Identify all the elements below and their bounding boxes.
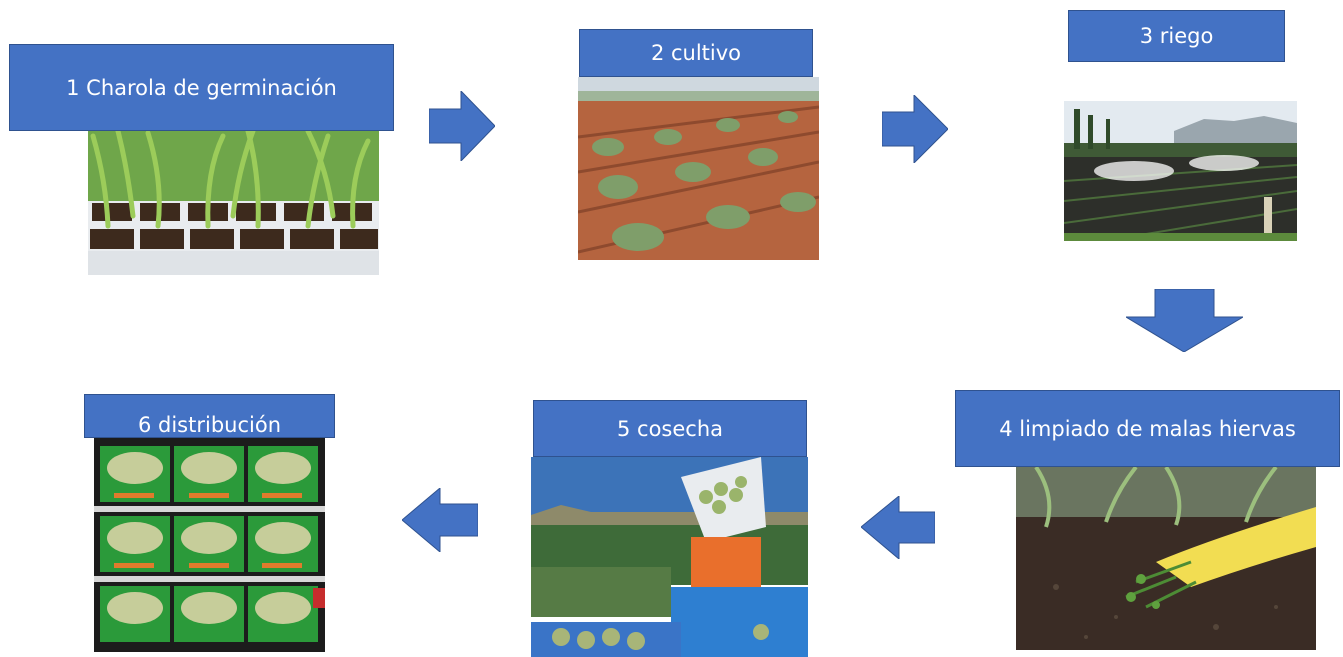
distribution-photo	[94, 438, 325, 652]
step-3-label: 3 riego	[1068, 10, 1285, 62]
arrow-left-1-icon	[861, 496, 935, 559]
arrow-right-2-icon	[882, 95, 948, 163]
germination-tray-photo	[88, 131, 379, 275]
step-2-label: 2 cultivo	[579, 29, 813, 77]
field-cultivation-photo	[578, 77, 819, 260]
step-5-label: 5 cosecha	[533, 400, 807, 457]
arrow-right-1-icon	[429, 91, 495, 161]
arrow-left-2-icon	[402, 488, 478, 552]
step-6-label: 6 distribución	[84, 394, 335, 438]
arrow-down-icon	[1126, 289, 1243, 352]
step-1-label: 1 Charola de germinación	[9, 44, 394, 131]
irrigation-photo	[1064, 101, 1297, 241]
harvest-photo	[531, 457, 808, 657]
step-4-label: 4 limpiado de malas hiervas	[955, 390, 1340, 467]
weeding-photo	[1016, 467, 1316, 650]
